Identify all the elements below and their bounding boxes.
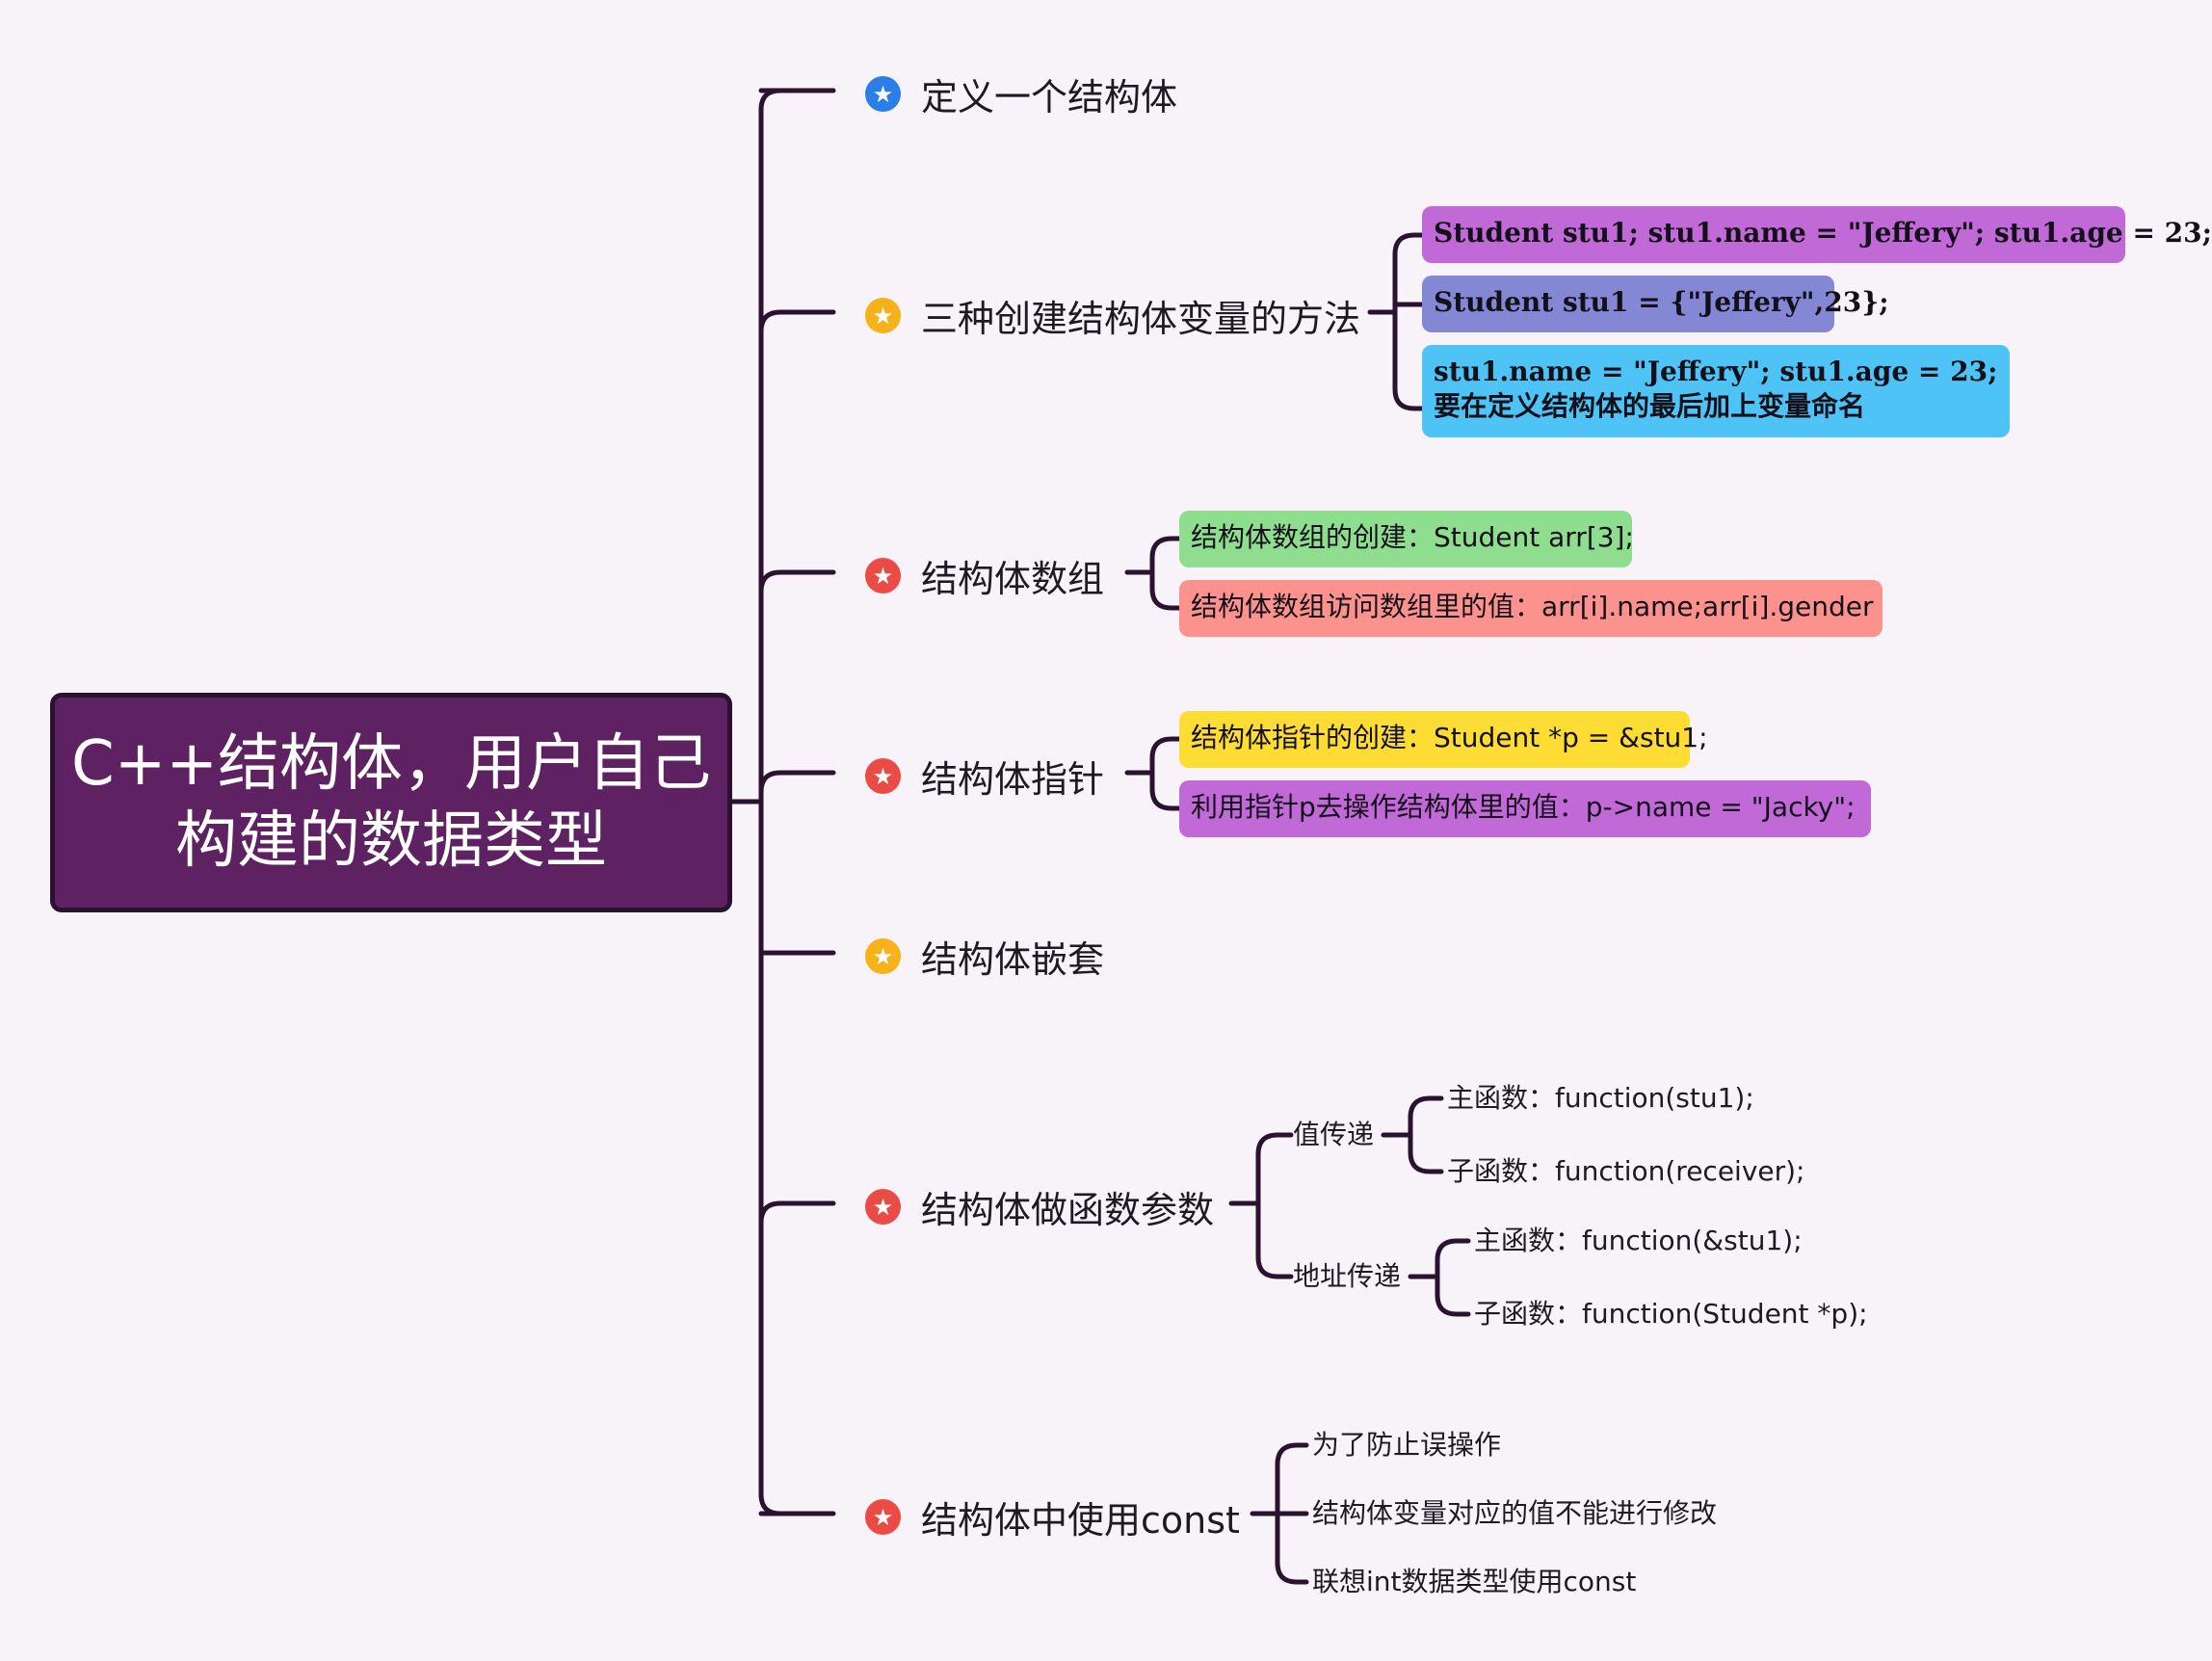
branch-struct-function-param[interactable]: ★ 结构体做函数参数 xyxy=(865,1180,1214,1233)
branch-struct-array[interactable]: ★ 结构体数组 xyxy=(865,549,1104,602)
leaf-topic[interactable]: 联想int数据类型使用const xyxy=(1312,1566,1637,1597)
star-icon: ★ xyxy=(865,558,901,593)
branch-label: 结构体做函数参数 xyxy=(921,1189,1215,1231)
subtopic-text: Student stu1; stu1.name = "Jeffery"; stu… xyxy=(1434,217,2212,249)
subtopic-text: Student stu1 = {"Jeffery",23}; xyxy=(1434,286,1889,318)
leaf-topic[interactable]: 主函数：function(stu1); xyxy=(1447,1082,1754,1114)
leaf-topic[interactable]: 子函数：function(receiver); xyxy=(1447,1155,1805,1187)
star-icon: ★ xyxy=(865,1189,901,1225)
subtopic-box[interactable]: 结构体数组的创建：Student arr[3]; xyxy=(1179,511,1634,567)
central-topic-line-1: C++结构体，用户自己 xyxy=(71,728,711,800)
subtopic-pass-by-value[interactable]: 值传递 xyxy=(1293,1119,1375,1150)
leaf-topic[interactable]: 结构体变量对应的值不能进行修改 xyxy=(1312,1497,1718,1529)
subtopic-box[interactable]: stu1.name = "Jeffery"; stu1.age = 23;要在定… xyxy=(1422,345,2010,437)
star-icon: ★ xyxy=(865,938,901,974)
subtopic-text: 结构体指针的创建：Student *p = &stu1; xyxy=(1191,722,1708,753)
subtopic-text: 利用指针p去操作结构体里的值：p->name = "Jacky"; xyxy=(1191,791,1856,823)
subtopic-box[interactable]: 利用指针p去操作结构体里的值：p->name = "Jacky"; xyxy=(1179,780,1871,837)
subtopic-text: 结构体数组的创建：Student arr[3]; xyxy=(1191,521,1634,553)
subtopic-box[interactable]: 结构体数组访问数组里的值：arr[i].name;arr[i].gender xyxy=(1179,580,1883,637)
branch-label: 三种创建结构体变量的方法 xyxy=(921,298,1361,340)
branch-label: 结构体嵌套 xyxy=(921,938,1105,981)
branch-define-struct[interactable]: ★ 定义一个结构体 xyxy=(865,67,1177,120)
central-topic[interactable]: C++结构体，用户自己 构建的数据类型 xyxy=(50,693,732,912)
central-topic-line-2: 构建的数据类型 xyxy=(175,805,607,877)
branch-struct-const[interactable]: ★ 结构体中使用const xyxy=(865,1490,1240,1543)
subtopic-text: 结构体数组访问数组里的值：arr[i].name;arr[i].gender xyxy=(1191,591,1874,622)
leaf-topic[interactable]: 为了防止误操作 xyxy=(1312,1429,1502,1461)
star-icon: ★ xyxy=(865,76,901,112)
star-icon: ★ xyxy=(865,758,901,794)
branch-label: 结构体指针 xyxy=(921,758,1105,801)
leaf-topic[interactable]: 子函数：function(Student *p); xyxy=(1474,1298,1868,1330)
subtopic-pass-by-address[interactable]: 地址传递 xyxy=(1293,1260,1402,1292)
branch-label: 定义一个结构体 xyxy=(921,76,1178,119)
branch-create-variables[interactable]: ★ 三种创建结构体变量的方法 xyxy=(865,289,1360,342)
branch-label: 结构体中使用const xyxy=(921,1499,1240,1542)
star-icon: ★ xyxy=(865,298,901,333)
branch-struct-nesting[interactable]: ★ 结构体嵌套 xyxy=(865,930,1104,983)
branch-struct-pointer[interactable]: ★ 结构体指针 xyxy=(865,750,1104,803)
subtopic-text: stu1.name = "Jeffery"; stu1.age = 23;要在定… xyxy=(1434,356,1998,422)
leaf-topic[interactable]: 主函数：function(&stu1); xyxy=(1474,1225,1803,1256)
subtopic-box[interactable]: Student stu1 = {"Jeffery",23}; xyxy=(1422,276,1889,332)
star-icon: ★ xyxy=(865,1499,901,1535)
subtopic-box[interactable]: 结构体指针的创建：Student *p = &stu1; xyxy=(1179,711,1708,768)
subtopic-box[interactable]: Student stu1; stu1.name = "Jeffery"; stu… xyxy=(1422,206,2212,263)
branch-label: 结构体数组 xyxy=(921,558,1105,600)
